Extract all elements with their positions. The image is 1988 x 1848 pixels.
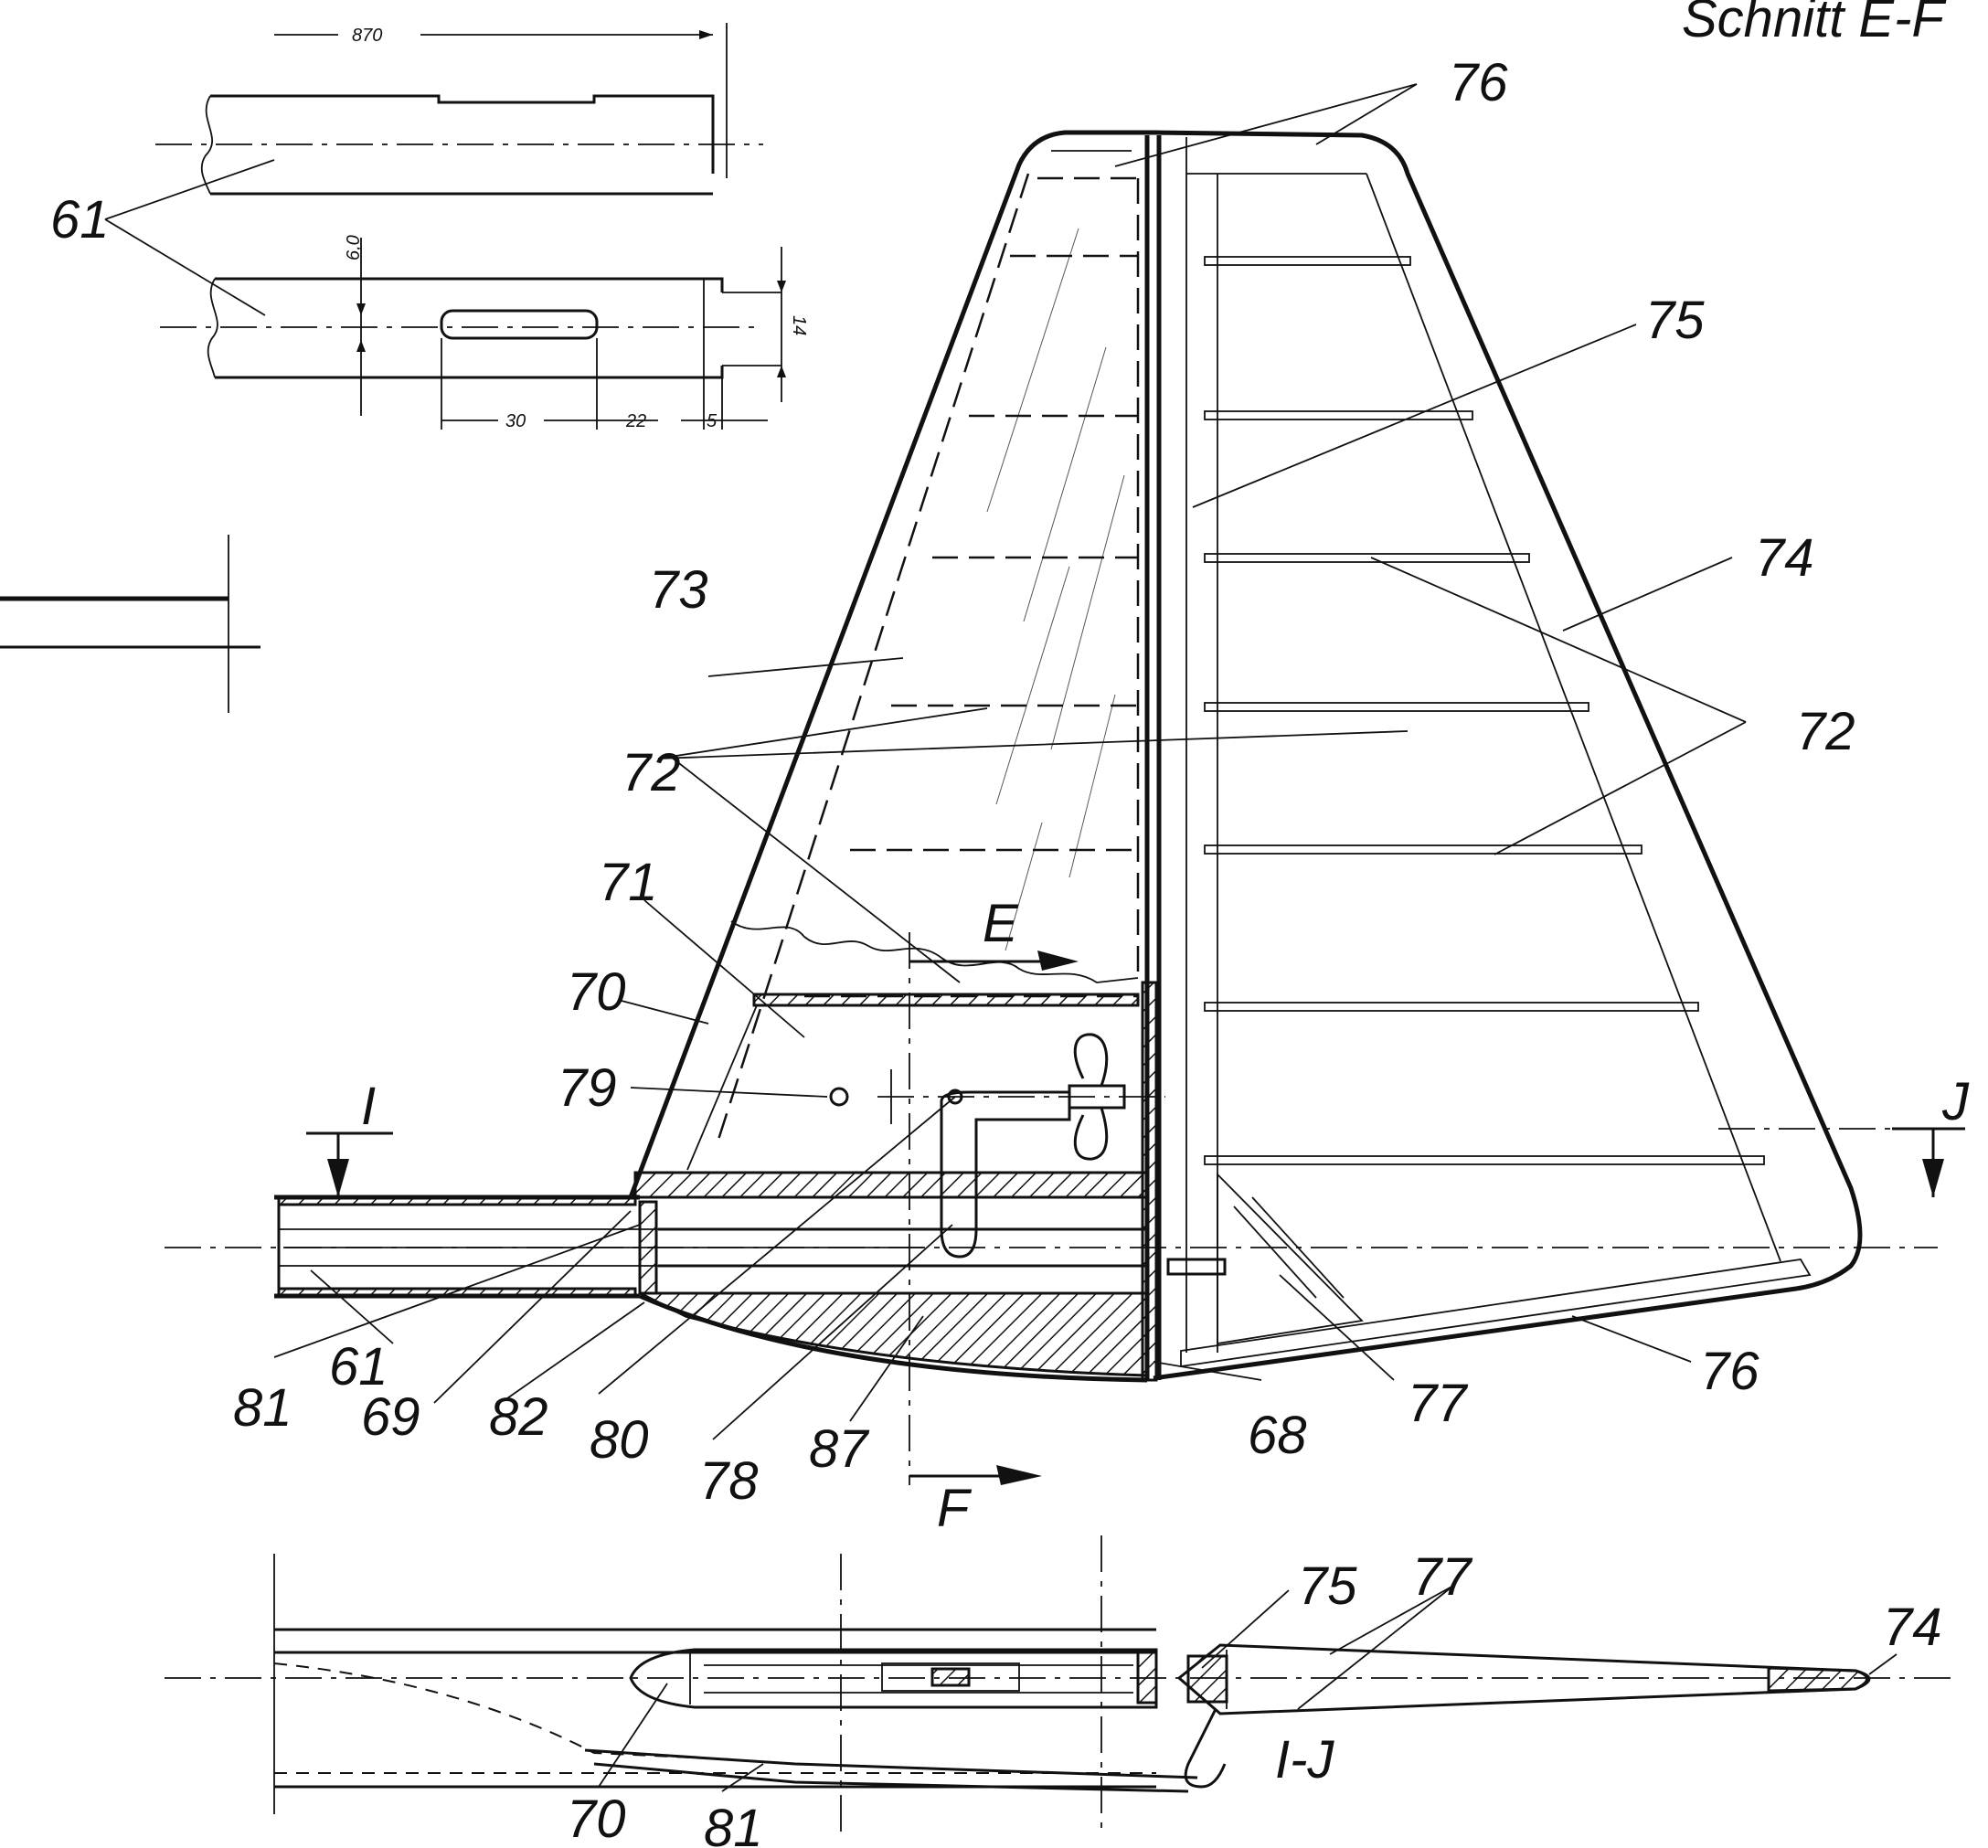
part-labels: 76 75 74 72 73 72 71 70 79 76 77 68 81 6…: [233, 53, 1942, 1848]
section-mark-ij: I-J: [1275, 1730, 1334, 1790]
part-74-section: 74: [1883, 1598, 1942, 1657]
part-79: 79: [558, 1058, 617, 1118]
part-69: 69: [361, 1387, 420, 1447]
section-title: Schnitt E-F: [1682, 0, 1947, 48]
dim-14: 14: [789, 315, 809, 335]
part-70-section: 70: [567, 1790, 626, 1848]
part-76-top: 76: [1449, 53, 1508, 112]
part-71: 71: [599, 853, 658, 912]
dim-870: 870: [352, 26, 382, 46]
left-edge-fragment: [0, 535, 260, 713]
section-mark-i: I: [361, 1077, 376, 1136]
part-68: 68: [1248, 1406, 1307, 1465]
part-78: 78: [699, 1451, 759, 1511]
dim-22: 22: [625, 411, 646, 431]
fin-side-view: E F I J: [165, 83, 1970, 1538]
tube-detail-view: 870 6,0 14 30 22 5 61: [50, 23, 809, 431]
part-61-side: 61: [329, 1337, 388, 1397]
section-mark-j: J: [1941, 1072, 1970, 1131]
dim-6: 6,0: [344, 235, 364, 260]
dim-5: 5: [707, 411, 718, 431]
part-81-section: 81: [704, 1799, 763, 1848]
part-87: 87: [809, 1419, 870, 1479]
part-82: 82: [489, 1387, 548, 1447]
part-73: 73: [649, 560, 708, 620]
part-77-side: 77: [1408, 1374, 1469, 1433]
part-75-side: 75: [1645, 291, 1705, 350]
part-61-top: 61: [50, 190, 110, 250]
section-mark-f: F: [937, 1479, 973, 1538]
section-mark-e: E: [983, 894, 1019, 953]
part-77-section: 77: [1412, 1547, 1473, 1607]
dim-30: 30: [505, 411, 526, 431]
part-75-section: 75: [1298, 1556, 1357, 1616]
rudder-ribs: [1204, 256, 1765, 1165]
part-70-side: 70: [567, 962, 626, 1022]
part-76-bottom: 76: [1700, 1342, 1759, 1401]
section-i-j-view: I-J: [165, 1535, 1956, 1837]
part-81-side: 81: [233, 1378, 292, 1438]
part-72-right: 72: [1796, 702, 1855, 761]
part-72-left: 72: [622, 743, 681, 802]
part-74-side: 74: [1755, 528, 1814, 588]
part-80: 80: [590, 1410, 649, 1470]
